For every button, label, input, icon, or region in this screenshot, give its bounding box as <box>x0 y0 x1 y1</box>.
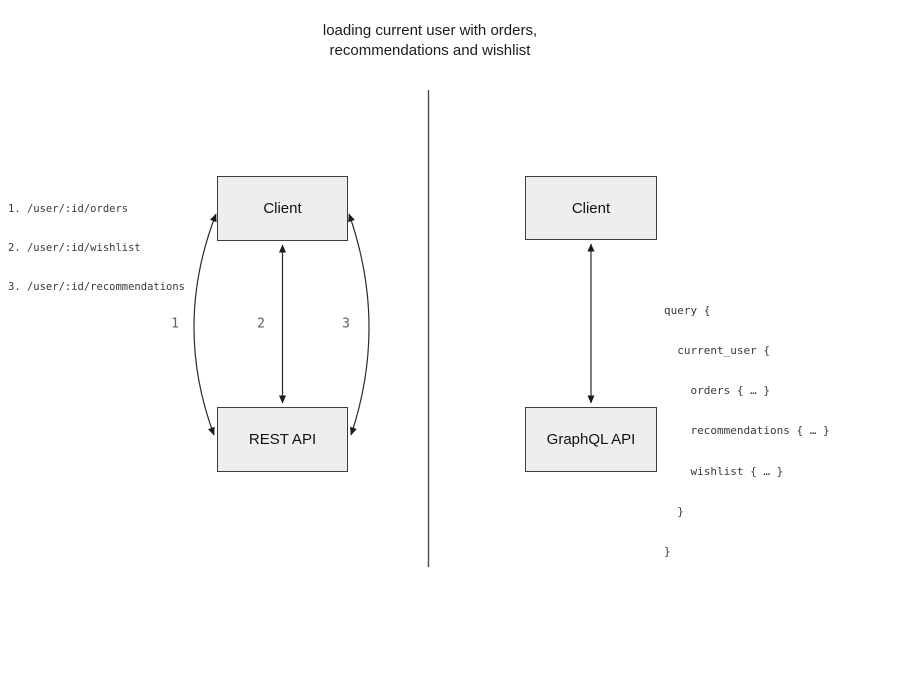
client-node-graphql-side: Client <box>525 176 657 240</box>
diagram-title: loading current user with orders, recomm… <box>280 21 580 61</box>
connector-label-3: 3 <box>342 316 350 332</box>
rest-connector-1-curve <box>193 213 217 436</box>
diagram-title-line1: loading current user with orders, <box>322 22 538 39</box>
graphql-api-node-label: GraphQL API <box>546 431 636 448</box>
query-line: current_user { <box>664 344 770 358</box>
connector-label-1: 1 <box>171 316 179 332</box>
rest-api-node: REST API <box>217 407 348 472</box>
query-line: wishlist { … } <box>664 464 784 478</box>
query-line: } <box>664 545 671 559</box>
graphql-api-node: GraphQL API <box>525 407 657 472</box>
endpoint-line: 1. /user/:id/orders <box>8 203 129 215</box>
query-line: } <box>664 504 684 518</box>
query-line: recommendations { … } <box>664 424 830 438</box>
rest-api-node-label: REST API <box>248 431 317 448</box>
client-node-rest-side: Client <box>217 176 348 241</box>
rest-endpoints-list: 1. /user/:id/orders 2. /user/:id/wishlis… <box>8 177 185 320</box>
client-node-label: Client <box>263 200 302 217</box>
query-line: orders { … } <box>664 384 770 398</box>
endpoint-line: 2. /user/:id/wishlist <box>8 242 141 254</box>
client-node-label: Client <box>571 199 611 217</box>
rest-connector-3-curve <box>348 213 370 436</box>
graphql-query-snippet: query { current_user { orders { … } reco… <box>664 277 830 585</box>
connector-label-2: 2 <box>257 316 265 332</box>
endpoint-line: 3. /user/:id/recommendations <box>8 281 186 293</box>
diagram-title-line2: recommendations and wishlist <box>329 42 531 59</box>
query-line: query { <box>664 303 711 317</box>
